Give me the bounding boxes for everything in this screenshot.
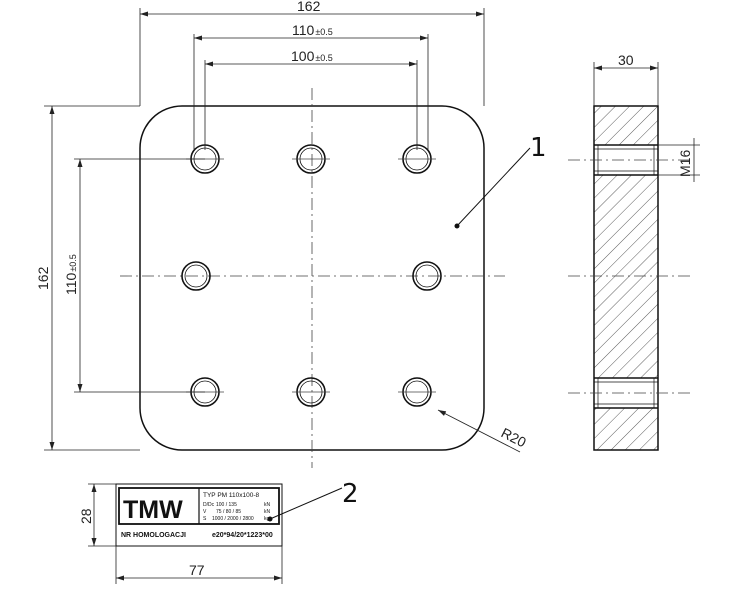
item-2-label: 2: [342, 479, 359, 509]
radius-label: R20: [499, 424, 529, 450]
side-outline: [593, 105, 659, 451]
bolt-hole: [181, 261, 211, 291]
row-v-values: 75 / 80 / 85: [216, 509, 241, 515]
thread-lines: [594, 144, 658, 409]
width-dim-label: 162: [297, 0, 321, 14]
type-line: TYP PM 110x100-8: [203, 492, 260, 499]
front-view: 162 110±0.5 100±0.5 162: [35, 0, 547, 468]
bolt-holes: [181, 144, 442, 407]
dim-110-vertical-label: 110±0.5: [63, 254, 79, 295]
nameplate-outline: [115, 483, 283, 547]
homologation-code: e20*94/20*1223*00: [212, 532, 273, 539]
side-view: 30 M16: [568, 52, 700, 451]
thickness-dim-label: 30: [618, 52, 634, 68]
dim-110-label: 110±0.5: [292, 22, 333, 38]
brand-logo: TMW: [123, 496, 183, 524]
dim-100-label: 100±0.5: [291, 48, 333, 64]
bolt-hole: [412, 261, 442, 291]
row-d-values: 100 / 135: [216, 502, 237, 508]
dimension-thickness-30: [593, 62, 659, 106]
dimension-110-vertical: [74, 158, 205, 393]
height-dim-label: 162: [35, 266, 51, 290]
side-centerlines: [568, 159, 690, 394]
dimension-110-horizontal: [193, 34, 429, 150]
dimension-plate-77: [115, 546, 283, 584]
row-s-unit: kg: [264, 516, 270, 522]
item-2-leader: [269, 487, 343, 520]
nameplate-view: TMW TYP PM 110x100-8 D/Dc 100 / 135 kN V…: [78, 479, 359, 584]
hole-center-marks: [186, 158, 436, 393]
row-v-unit: kN: [264, 509, 271, 515]
row-s-label: S: [203, 516, 207, 522]
dimension-width-162: [139, 8, 485, 106]
plate-width-label: 77: [189, 562, 205, 578]
item-1-label: 1: [530, 133, 547, 163]
radius-leader: [437, 409, 521, 453]
dimension-thread-m16: [658, 138, 700, 182]
plate-height-label: 28: [78, 508, 94, 524]
thread-dim-label: M16: [677, 150, 693, 177]
dimension-height-162: [44, 105, 140, 451]
item-1-leader: [456, 147, 531, 227]
row-d-unit: kN: [264, 502, 271, 508]
row-d-label: D/Dc: [203, 502, 215, 508]
homologation-label: NR HOMOLOGACJI: [121, 532, 186, 539]
row-s-values: 1000 / 2000 / 2800: [212, 516, 254, 522]
dimension-plate-28: [88, 483, 116, 547]
row-v-label: V: [203, 509, 207, 515]
dimension-100-horizontal: [204, 60, 418, 150]
